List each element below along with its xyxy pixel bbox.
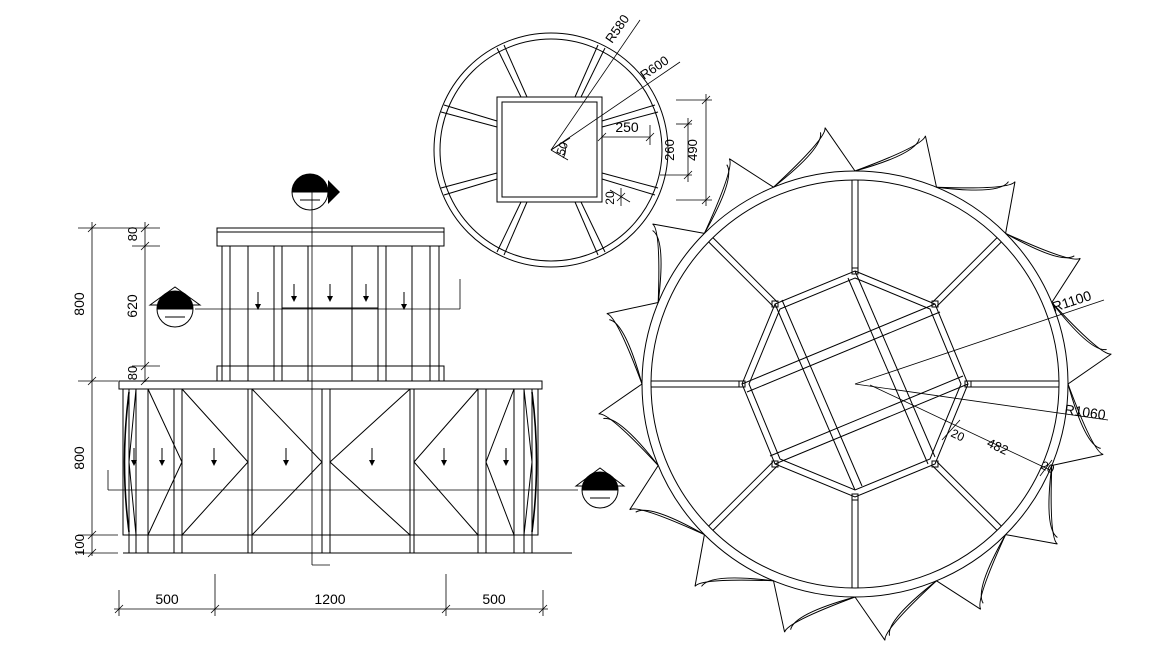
large-s2: 20 [1039, 458, 1057, 476]
petal [598, 383, 659, 466]
petal [606, 302, 659, 385]
upper-arrows [255, 284, 407, 310]
node [964, 380, 972, 388]
node [771, 300, 779, 308]
small-angle: 50 [553, 140, 571, 158]
large-len: 482 [985, 435, 1011, 458]
small-r-inner: R600 [637, 53, 671, 83]
node [771, 460, 779, 468]
dim-width-mid: 1200 [314, 591, 345, 607]
petal [936, 181, 1016, 234]
petal-inner [652, 230, 662, 303]
petal-inner [1051, 302, 1107, 351]
petal-inner [854, 138, 920, 172]
petal [1005, 232, 1081, 303]
petal-inner [1005, 232, 1075, 259]
petal-inner [635, 509, 705, 536]
large-plan: R1100 R1060 482 20 20 [598, 127, 1112, 641]
front-elevation: 800 80 620 80 800 100 500 1200 500 [71, 173, 626, 616]
petal-inner [936, 181, 1009, 191]
section-marker-top [291, 173, 340, 211]
petal [1051, 383, 1104, 466]
node [738, 380, 746, 388]
petal-inner [790, 596, 856, 630]
node [851, 493, 859, 501]
petal [773, 580, 856, 633]
petal-inner [1048, 465, 1058, 538]
section-cut-lines [107, 192, 578, 566]
large-plan-ribs [651, 180, 1059, 588]
dim-base: 100 [72, 534, 87, 556]
petal-inner [609, 319, 643, 385]
rib [708, 241, 774, 307]
dim-top-b: 620 [124, 294, 140, 318]
section-marker-right [574, 467, 626, 509]
small-plan-dims: R580 R600 250 50 20 260 490 [550, 12, 712, 206]
petal [652, 223, 705, 303]
petal-inner [888, 580, 937, 636]
small-h1: 260 [662, 139, 677, 161]
petal [703, 158, 774, 234]
node [931, 300, 939, 308]
petal-inner [1067, 383, 1101, 449]
lower-arrows [131, 448, 509, 466]
petal-inner [703, 164, 730, 234]
rib [712, 237, 778, 303]
large-plan-petals [598, 127, 1112, 641]
elevation-horizontal-dims: 500 1200 500 [114, 574, 548, 616]
elevation-vertical-dims: 800 80 620 80 800 100 [71, 222, 160, 558]
rib [712, 465, 778, 531]
node [851, 267, 859, 275]
small-plan-ribs [440, 44, 659, 256]
petal-inner [773, 132, 822, 188]
petal [854, 135, 937, 188]
small-offset: 250 [615, 119, 639, 135]
small-gap: 20 [603, 191, 617, 205]
small-plan: R580 R600 250 50 20 260 490 [433, 12, 712, 268]
dim-total-bottom: 800 [71, 446, 87, 470]
rib [932, 465, 998, 531]
section-marker-left [148, 286, 202, 328]
petal [694, 534, 774, 587]
petal-inner [980, 534, 1007, 604]
small-h2: 490 [685, 139, 700, 161]
dim-total-top: 800 [71, 292, 87, 316]
petal [773, 127, 856, 188]
dim-top-c: 80 [125, 366, 140, 380]
rib [936, 241, 1002, 307]
dim-width-right: 500 [482, 591, 506, 607]
rib [932, 237, 998, 303]
large-r2: R1060 [1064, 401, 1107, 423]
upper-cabinet [216, 227, 445, 382]
rib [708, 461, 774, 527]
petal [936, 534, 1007, 610]
dim-top-a: 80 [125, 227, 140, 241]
small-r-outer: R580 [602, 12, 632, 46]
petal [629, 465, 705, 536]
petal [854, 580, 937, 641]
node [931, 460, 939, 468]
lower-counter [118, 380, 572, 554]
dim-width-left: 500 [155, 591, 179, 607]
petal [1005, 465, 1058, 545]
petal-inner [603, 417, 659, 466]
petal-inner [701, 577, 774, 587]
rib [936, 461, 1002, 527]
large-s1: 20 [949, 426, 967, 444]
